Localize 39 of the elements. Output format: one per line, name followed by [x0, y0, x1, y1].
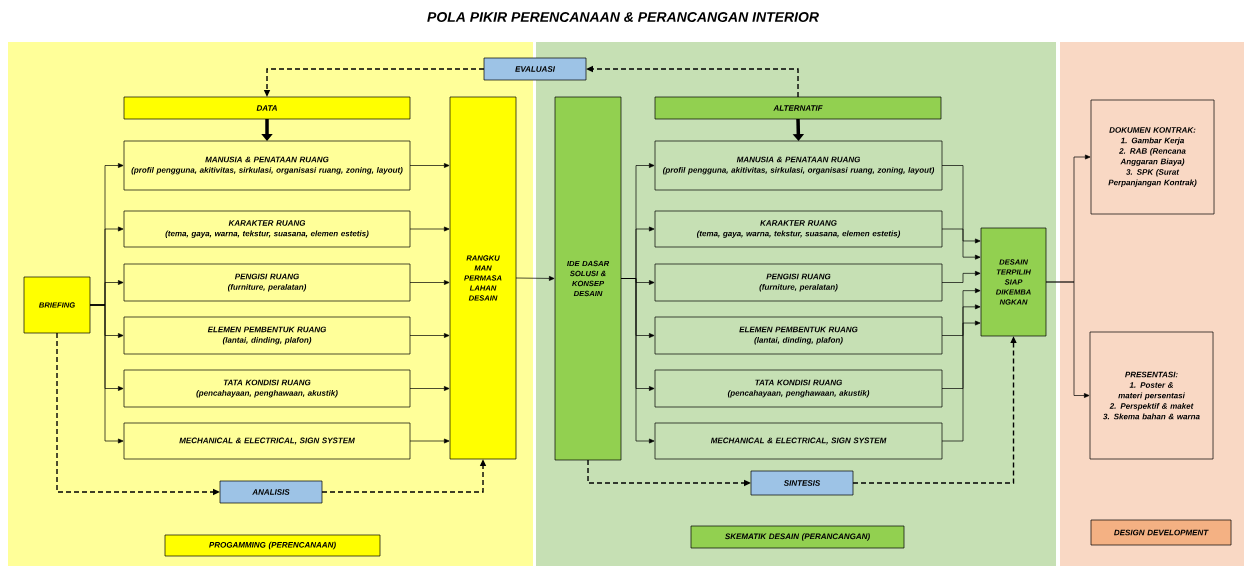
process-box: KARAKTER RUANG (tema, gaya, warna, tekstur, suasana, elemen estetis) — [123, 210, 411, 248]
process-box: KARAKTER RUANG (tema, gaya, warna, tekstur, suasana, elemen estetis) — [654, 210, 943, 248]
stage-box: ANALISIS — [219, 480, 323, 504]
header-bar: DATA — [123, 96, 411, 120]
arrow — [941, 165, 981, 244]
process-box: PENGISI RUANG (furniture, peralatan) — [654, 263, 943, 302]
arrow — [620, 278, 655, 444]
header-bar: ALTERNATIF — [654, 96, 942, 120]
process-box: MECHANICAL & ELECTRICAL, SIGN SYSTEM — [654, 422, 943, 460]
section-label: SKEMATIK DESAIN (PERANCANGAN) — [690, 525, 905, 549]
arrow — [409, 386, 450, 391]
process-box: MECHANICAL & ELECTRICAL, SIGN SYSTEM — [123, 422, 411, 460]
title: POLA PIKIR PERENCANAAN & PERANCANGAN INTERIOR — [427, 12, 819, 22]
arrow — [409, 438, 450, 444]
process-box: TATA KONDISI RUANG (pencahayaan, penghawaan, akustik) — [654, 369, 943, 408]
arrow — [515, 276, 555, 281]
stage-box: EVALUASI — [483, 57, 587, 81]
arrow — [941, 288, 981, 336]
process-box: TATA KONDISI RUANG (pencahayaan, penghawaan, akustik) — [123, 369, 411, 408]
process-box: PENGISI RUANG (furniture, peralatan) — [123, 263, 411, 302]
arrow — [941, 270, 981, 283]
arrow — [409, 333, 450, 338]
arrow — [409, 280, 450, 285]
process-box: ELEMEN PEMBENTUK RUANG (lantai, dinding, plafon) — [654, 316, 943, 355]
arrow — [941, 320, 981, 442]
process-box: MANUSIA & PENATAAN RUANG (profil pengguna, akitivitas, sirkulasi, organisasi ruang, zoning, layout) — [654, 140, 943, 191]
section-label: PROGAMMING (PERENCANAAN) — [164, 534, 381, 557]
arrow — [409, 163, 450, 168]
stage-box: SINTESIS — [750, 470, 854, 496]
arrow — [409, 226, 450, 232]
output-box: DOKUMEN KONTRAK: 1. Gambar Kerja 2. RAB (Rencana Anggaran Biaya) 3. SPK (Surat Perpanjangan Kontrak) — [1090, 99, 1215, 215]
arrow — [941, 304, 981, 389]
arrow — [1045, 281, 1090, 398]
section-label: DESIGN DEVELOPMENT — [1090, 519, 1232, 546]
output-box: PRESENTASI: 1. Poster & materi persentasi 2. Perspektif & maket 3. Skema bahan & warna — [1089, 331, 1214, 460]
process-box: ELEMEN PEMBENTUK RUANG (lantai, dinding, plafon) — [123, 316, 411, 355]
process-box: MANUSIA & PENATAAN RUANG (profil pengguna, akitivitas, sirkulasi, organisasi ruang, zoning, layout) — [123, 140, 411, 191]
arrow — [941, 228, 981, 260]
arrow — [89, 304, 124, 444]
